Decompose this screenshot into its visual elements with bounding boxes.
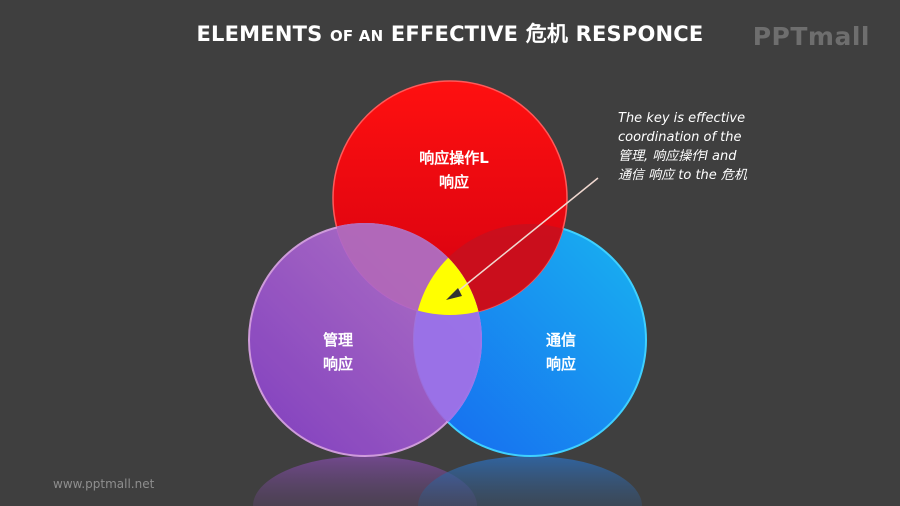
- title-part-1: ELEMENTS: [196, 22, 323, 46]
- title-part-3: EFFECTIVE 危机 RESPONCE: [390, 22, 704, 46]
- label-communication-line2: 响应: [545, 355, 576, 373]
- note-line-3: 管理, 响应操作l and: [618, 149, 737, 164]
- label-communication: 通信 响应: [525, 328, 597, 376]
- note-line-4: 通信 响应 to the 危机: [618, 168, 747, 183]
- label-communication-line1: 通信: [545, 331, 576, 349]
- reflection-right: [418, 456, 642, 506]
- pointer-arrow: [451, 177, 599, 297]
- label-operations-line2: 响应: [438, 173, 469, 191]
- note-line-2: coordination of the: [618, 130, 742, 145]
- page-title: ELEMENTS OF AN EFFECTIVE 危机 RESPONCE: [0, 18, 900, 48]
- label-operations: 响应操作L 响应: [400, 146, 508, 194]
- label-management-line2: 响应: [322, 355, 353, 373]
- label-management-line1: 管理: [322, 331, 353, 349]
- label-operations-line1: 响应操作L: [419, 149, 489, 167]
- title-part-2: OF AN: [329, 27, 384, 45]
- footer-url: www.pptmall.net: [53, 477, 155, 491]
- reflection-left: [253, 456, 477, 506]
- arrow-head-icon: [446, 288, 462, 300]
- callout-note: The key is effective coordination of the…: [618, 109, 788, 185]
- note-line-1: The key is effective: [618, 111, 746, 126]
- brand-logo: PPTmall: [752, 22, 870, 51]
- label-management: 管理 响应: [302, 328, 374, 376]
